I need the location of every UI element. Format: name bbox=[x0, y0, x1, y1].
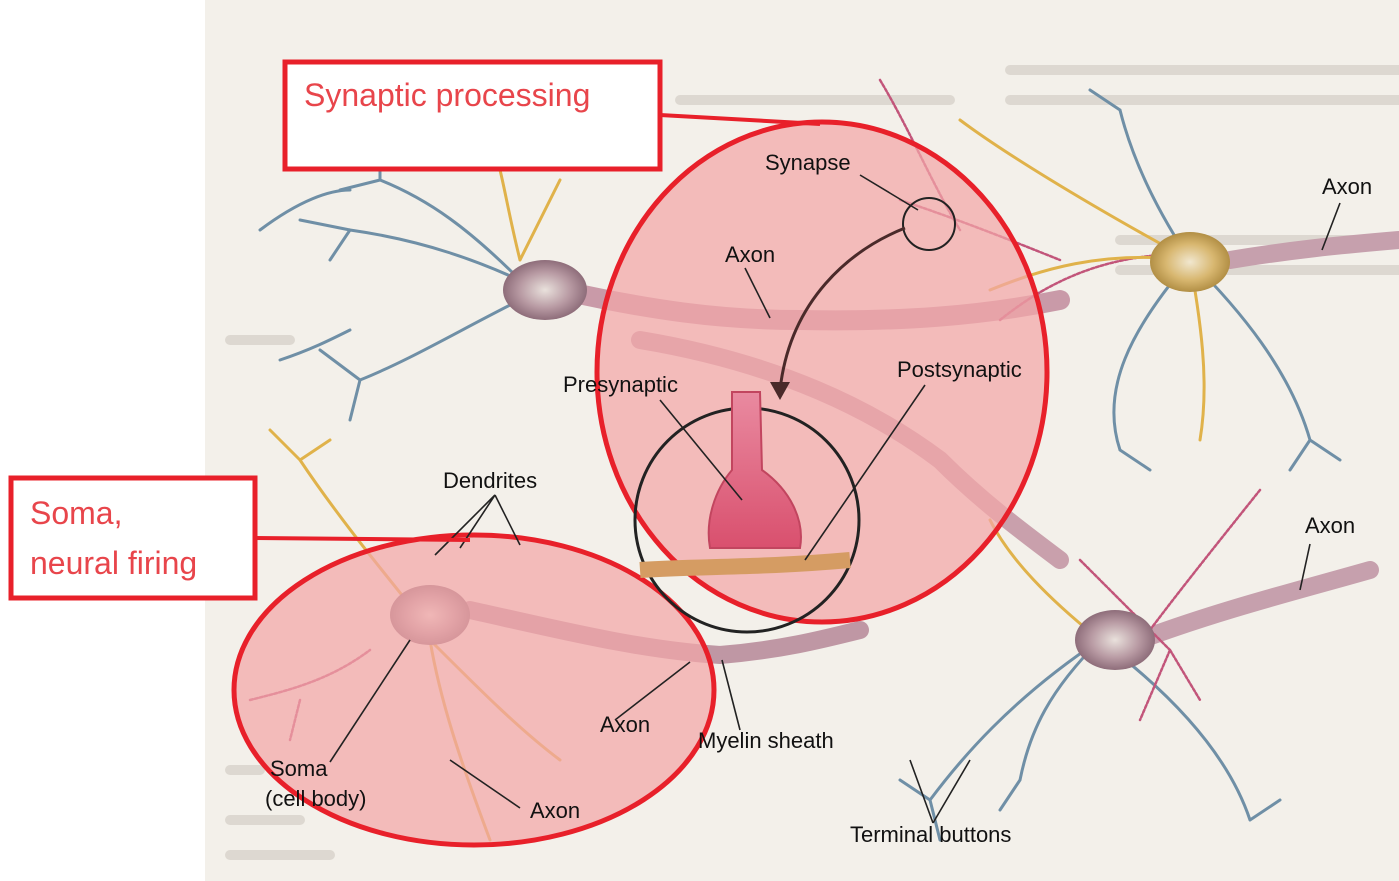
label-axon-top: Axon bbox=[725, 242, 775, 267]
soma-right-top bbox=[1150, 232, 1230, 292]
label-axon-lower: Axon bbox=[530, 798, 580, 823]
callout-synaptic-text: Synaptic processing bbox=[304, 77, 590, 113]
label-synapse: Synapse bbox=[765, 150, 851, 175]
label-dendrites: Dendrites bbox=[443, 468, 537, 493]
label-myelin-sheath: Myelin sheath bbox=[698, 728, 834, 753]
callout-soma-connector bbox=[255, 538, 470, 540]
label-axon-bottom: Axon bbox=[600, 712, 650, 737]
label-soma: Soma bbox=[270, 756, 328, 781]
label-cell-body: (cell body) bbox=[265, 786, 366, 811]
label-presynaptic: Presynaptic bbox=[563, 372, 678, 397]
soma-top-left bbox=[503, 260, 587, 320]
label-axon-right-top: Axon bbox=[1322, 174, 1372, 199]
callout-soma-text-line2: neural firing bbox=[30, 545, 197, 581]
label-postsynaptic: Postsynaptic bbox=[897, 357, 1022, 382]
label-terminal-buttons: Terminal buttons bbox=[850, 822, 1011, 847]
label-axon-right-mid: Axon bbox=[1305, 513, 1355, 538]
postsynaptic-dendrite bbox=[640, 560, 850, 570]
callout-soma-text-line1: Soma, bbox=[30, 495, 122, 531]
soma-right-bottom bbox=[1075, 610, 1155, 670]
